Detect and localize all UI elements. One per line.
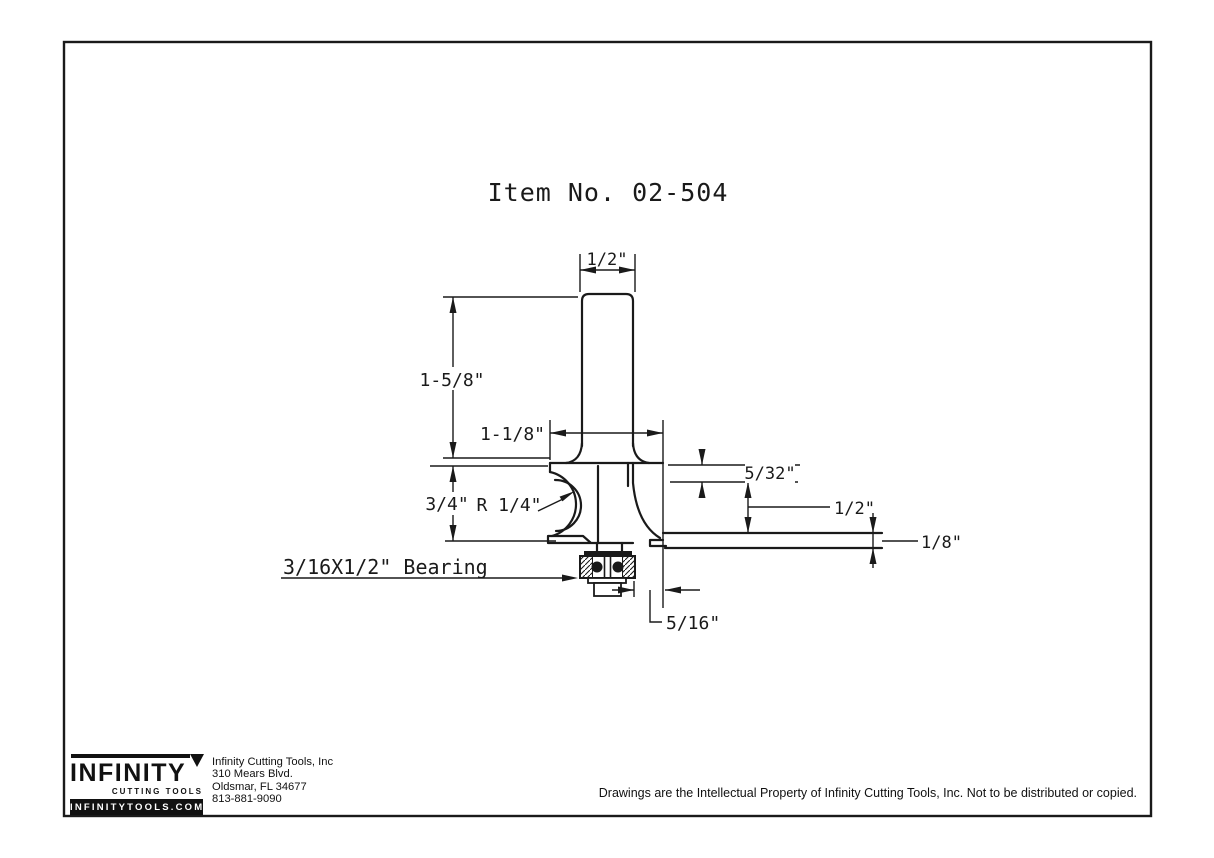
bearing-inner-race [603,556,612,578]
bearing-outer-race-left [580,556,593,578]
arrowhead [744,482,752,498]
bearing-assembly [579,551,636,597]
dim-shank-diameter: 1/2" [587,250,628,270]
cove-inner-arc [553,478,583,533]
arrowhead [619,266,635,274]
arrowhead [449,525,457,541]
router-bit-outline [546,292,884,553]
arbor-neck [595,541,624,553]
cutter-bottom-left [546,534,635,545]
dim-top-recess: 5/32" [744,464,795,484]
bearing-ball-right [612,561,624,573]
logo-website: INFINITYTOOLS.COM [70,799,203,815]
label-mask [745,463,795,483]
bearing-top-washer [584,551,632,556]
arrowhead [665,586,681,594]
dim-shank-length: 1-5/8" [419,370,484,391]
shank-flare-left [564,441,584,465]
address-company: Infinity Cutting Tools, Inc [212,756,334,768]
arrowhead [449,442,457,458]
arrowhead [647,429,663,437]
dim-cutter-diameter: 1-1/8" [480,424,545,445]
label-mask [428,492,466,515]
dimension-labels: 1/2" 1-5/8" 1-1/8" 3/4" R 1/4" 5/32" 1/2… [283,250,962,634]
arrowhead [550,429,566,437]
address-street: 310 Mears Blvd. [212,768,293,781]
slot-bar [661,531,884,550]
arrowhead [559,491,575,502]
arrowhead [698,482,706,498]
leader-radius [537,498,564,512]
dim-profile-radius: R 1/4" [476,495,541,516]
arrowhead [698,449,706,465]
arrowheads [449,266,877,594]
arrowhead [744,517,752,533]
shank-flare-right [631,441,651,465]
bearing-outer-race-right [622,556,635,578]
arrowhead [449,297,457,313]
address-phone: 813-881-9090 [212,792,282,805]
address-city: Oldsmar, FL 34677 [212,780,307,793]
company-address: Infinity Cutting Tools, Inc 310 Mears Bl… [212,756,333,805]
arrowhead [869,548,877,564]
arrowhead [449,466,457,482]
page-border [62,40,1153,818]
bearing-label: 3/16X1/2" Bearing [283,555,488,579]
logo-brand-text: INFINITY [70,759,187,787]
arrowhead [618,586,634,594]
infinity-logo: INFINITY CUTTING TOOLS INFINITYTOOLS.COM [70,754,204,815]
logo-top-bar [71,754,204,767]
arrowhead [580,266,596,274]
copyright-notice: Drawings are the Intellectual Property o… [598,786,1137,800]
dim-bead-height: 1/2" [834,499,875,519]
dim-cutter-height: 3/4" [425,494,468,515]
label-mask [426,367,478,390]
dim-cut-reach: 5/16" [666,613,720,634]
logo-tagline: CUTTING TOOLS [111,787,203,796]
drawing-title: Item No. 02-504 [488,178,729,207]
dim-slot-thickness: 1/8" [921,533,962,553]
arrowhead [869,517,877,533]
logo-down-arrow-icon [190,754,204,767]
shank-outline [580,292,635,448]
arrowhead [562,574,578,582]
bearing-ball-left [591,561,603,573]
leader-cut-reach [649,590,662,623]
right-wing-bead-arc [631,461,662,540]
